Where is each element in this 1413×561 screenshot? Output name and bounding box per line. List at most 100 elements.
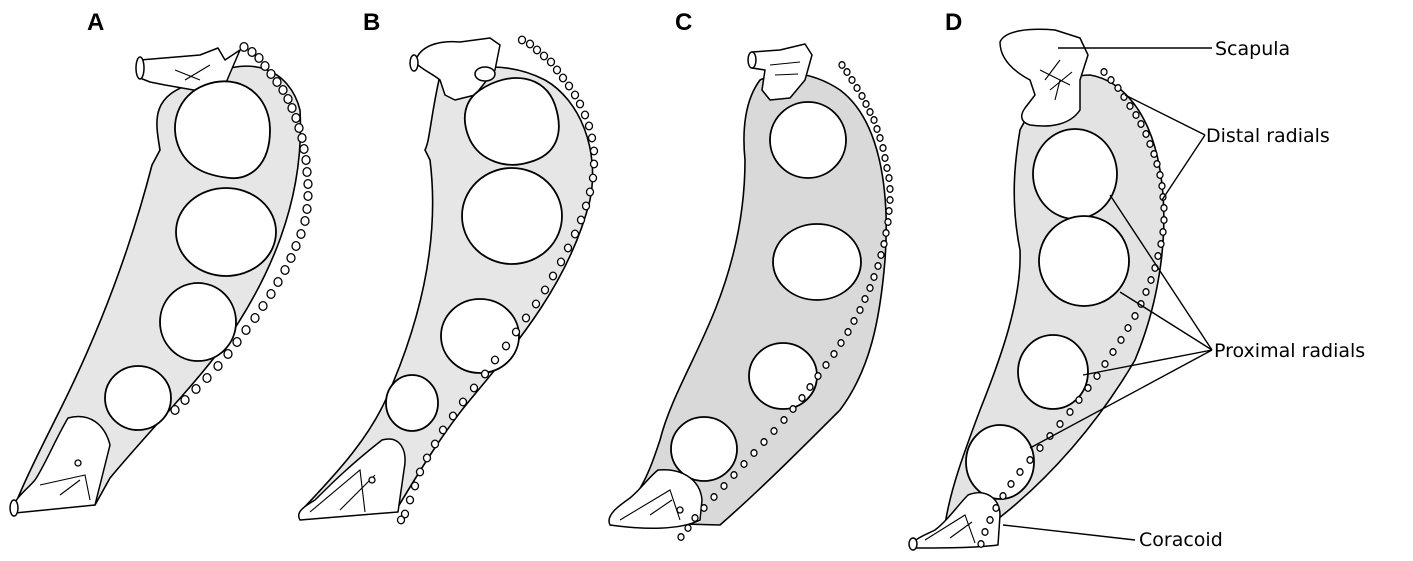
distal-radial	[885, 219, 891, 226]
distal-radial	[871, 117, 877, 124]
distal-radial	[978, 541, 984, 548]
distal-radial	[578, 216, 585, 224]
distal-radial	[887, 197, 893, 204]
distal-radial	[527, 40, 534, 48]
distal-radial	[583, 202, 590, 210]
distal-radial	[281, 266, 289, 275]
panel-c: C	[609, 9, 893, 540]
distal-radial	[884, 165, 890, 172]
distal-radial	[1147, 141, 1153, 148]
distal-radial	[1133, 112, 1139, 119]
distal-radial	[295, 124, 303, 133]
distal-radial	[548, 58, 555, 66]
fenestra-a-3	[160, 283, 236, 361]
distal-radial	[297, 230, 305, 239]
distal-radial	[982, 529, 988, 536]
distal-radial	[251, 314, 259, 323]
distal-radial	[878, 252, 884, 259]
distal-radial	[267, 290, 275, 299]
distal-radial	[533, 300, 540, 308]
distal-radial	[887, 186, 893, 193]
distal-radial	[523, 314, 530, 322]
distal-radial	[741, 461, 747, 468]
distal-radial	[566, 82, 573, 90]
distal-radial	[398, 516, 405, 524]
distal-radial	[460, 398, 467, 406]
panel-d: D Scapula Distal radials Proximal radial…	[909, 9, 1365, 551]
distal-radial	[1143, 131, 1149, 138]
distal-radial	[886, 208, 892, 215]
distal-radial	[298, 134, 306, 143]
distal-radial	[771, 428, 777, 435]
distal-radial	[1008, 481, 1014, 488]
distal-radial	[224, 350, 232, 359]
coracoid-a	[14, 417, 110, 513]
distal-radial	[1027, 457, 1033, 464]
panel-label-d: D	[945, 9, 962, 36]
distal-radial	[550, 272, 557, 280]
distal-radial	[171, 406, 179, 415]
distal-radial	[867, 285, 873, 292]
distal-radial	[1160, 229, 1166, 236]
distal-radial	[300, 145, 308, 154]
distal-radial	[844, 69, 850, 76]
panel-a: A	[10, 9, 312, 516]
distal-radial	[432, 440, 439, 448]
distal-radial	[1076, 397, 1082, 404]
distal-radial	[471, 384, 478, 392]
distal-radial	[1101, 69, 1107, 76]
distal-radial	[503, 342, 510, 350]
distal-radial	[1143, 289, 1149, 296]
distal-radial	[591, 147, 598, 155]
distal-radial	[880, 145, 886, 152]
distal-radial	[301, 217, 309, 226]
label-distal-radials: Distal radials	[1206, 125, 1330, 147]
distal-radial	[440, 426, 447, 434]
distal-radial	[279, 86, 287, 95]
distal-radial	[304, 192, 312, 201]
distal-radial	[1132, 313, 1138, 320]
label-scapula: Scapula	[1215, 38, 1290, 60]
distal-radial	[731, 472, 737, 479]
distal-radial	[424, 454, 431, 462]
distal-radial	[877, 135, 883, 142]
distal-radial	[558, 258, 565, 266]
scapula-d	[1000, 29, 1088, 126]
distal-radial	[1154, 161, 1160, 168]
distal-radial	[867, 109, 873, 116]
distal-radial	[565, 244, 572, 252]
distal-radial	[799, 395, 805, 402]
distal-radial	[751, 450, 757, 457]
distal-radial	[1017, 469, 1023, 476]
distal-radial	[886, 175, 892, 182]
fenestra-c-1	[770, 102, 846, 178]
distal-radial	[1094, 373, 1100, 380]
distal-radial	[1127, 103, 1133, 110]
fenestra-d-1	[1033, 129, 1117, 219]
distal-radial	[823, 362, 829, 369]
distal-radial	[851, 318, 857, 325]
distal-radial	[1161, 217, 1167, 224]
scapula-head-c	[748, 52, 756, 68]
distal-radial	[845, 329, 851, 336]
distal-radial	[412, 482, 419, 490]
distal-radial	[203, 374, 211, 383]
distal-radial	[857, 307, 863, 314]
distal-radial	[1057, 421, 1063, 428]
distal-radial	[859, 93, 865, 100]
panel-label-c: C	[675, 9, 692, 36]
distal-radial	[685, 525, 691, 532]
distal-radial	[284, 95, 292, 104]
distal-radial	[240, 43, 248, 52]
distal-radial	[542, 286, 549, 294]
distal-radial	[554, 66, 561, 74]
distal-radial	[248, 48, 256, 57]
distal-radial	[303, 205, 311, 214]
distal-radial	[678, 534, 684, 541]
distal-radial	[267, 70, 275, 79]
distal-radial	[181, 396, 189, 405]
distal-radial	[849, 77, 855, 84]
distal-radial	[1138, 121, 1144, 128]
distal-radial	[192, 385, 200, 394]
distal-radial	[274, 278, 282, 287]
